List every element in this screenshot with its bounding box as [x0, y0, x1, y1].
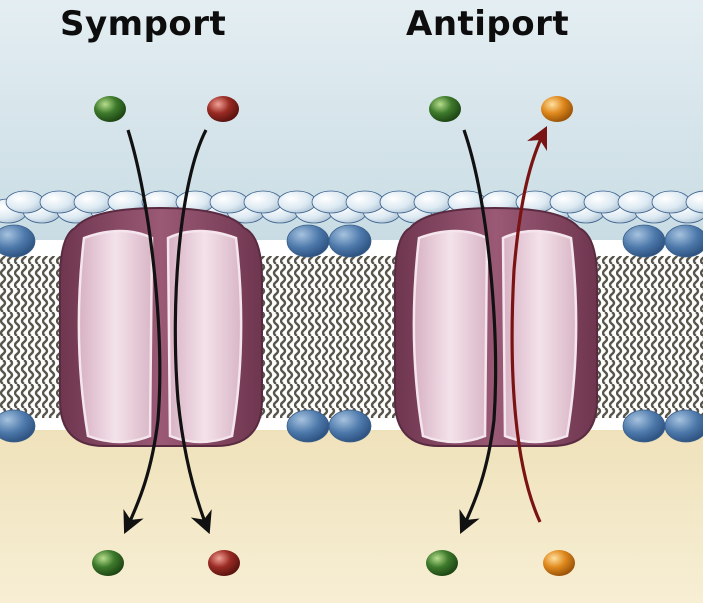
antiport-green-solute-outside: [429, 96, 461, 122]
symport-transporter: [59, 206, 263, 447]
phospholipid-head: [328, 409, 372, 443]
antiport-arrow-green: [459, 129, 498, 535]
outer-head-row: [0, 224, 703, 258]
symport-green-solute-outside: [94, 96, 126, 122]
phospholipid-head-light: [311, 190, 351, 214]
phospholipid-head: [622, 409, 666, 443]
antiport-title: Antiport: [406, 4, 570, 44]
phospholipid-head-light: [583, 190, 623, 214]
intracellular-space: [0, 430, 703, 603]
phospholipid-head: [328, 224, 372, 258]
phospholipid-head: [664, 224, 703, 258]
symport-arrow-green: [123, 129, 162, 535]
phospholipid-head-light: [685, 190, 703, 214]
phospholipid-head: [286, 224, 330, 258]
inner-head-row: [0, 409, 703, 443]
phospholipid-head-light: [617, 190, 657, 214]
antiport-green-solute-inside: [426, 550, 458, 576]
antiport-orange-solute-inside: [543, 550, 575, 576]
phospholipid-head-light: [379, 190, 419, 214]
symport-red-solute-outside: [207, 96, 239, 122]
phospholipid-head: [664, 409, 703, 443]
symport-green-solute-inside: [92, 550, 124, 576]
phospholipid-head: [0, 224, 36, 258]
phospholipid-head-light: [39, 190, 79, 214]
phospholipid-head-light: [209, 190, 249, 214]
phospholipid-head-light: [651, 190, 691, 214]
antiport-orange-solute-outside: [541, 96, 573, 122]
symport-arrow-red: [173, 129, 212, 535]
phospholipid-head: [622, 224, 666, 258]
phospholipid-head-light: [5, 190, 45, 214]
phospholipid-head-light: [243, 190, 283, 214]
phospholipid-head: [0, 409, 36, 443]
symport-red-solute-inside: [208, 550, 240, 576]
phospholipid-head-light: [549, 190, 589, 214]
phospholipid-head-light: [73, 190, 113, 214]
antiport-arrow-orange: [510, 125, 548, 523]
phospholipid-head: [286, 409, 330, 443]
phospholipid-head-light: [345, 190, 385, 214]
phospholipid-head-light: [413, 190, 453, 214]
phospholipid-head-light: [277, 190, 317, 214]
symport-title: Symport: [60, 4, 227, 44]
